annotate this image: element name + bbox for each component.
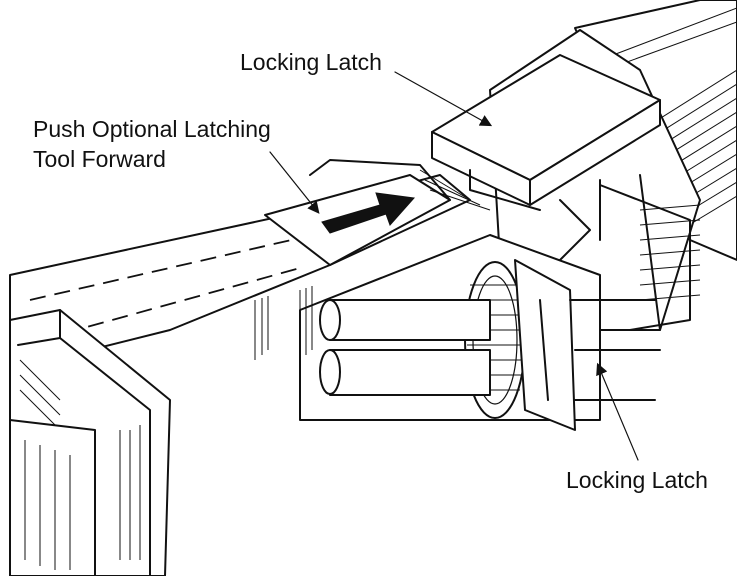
callout-push-tool-line2: Tool Forward <box>33 146 166 172</box>
top-locking-latch <box>431 54 661 211</box>
callout-push-tool-line1: Push Optional Latching <box>33 116 271 142</box>
callout-top-locking-latch: Locking Latch <box>240 49 382 75</box>
callout-bottom-locking-latch: Locking Latch <box>566 467 708 493</box>
push-direction-arrow <box>321 192 416 234</box>
callout-leaders <box>269 71 639 461</box>
connector-sleeve <box>299 234 661 431</box>
tool-handle-frame <box>9 309 171 576</box>
